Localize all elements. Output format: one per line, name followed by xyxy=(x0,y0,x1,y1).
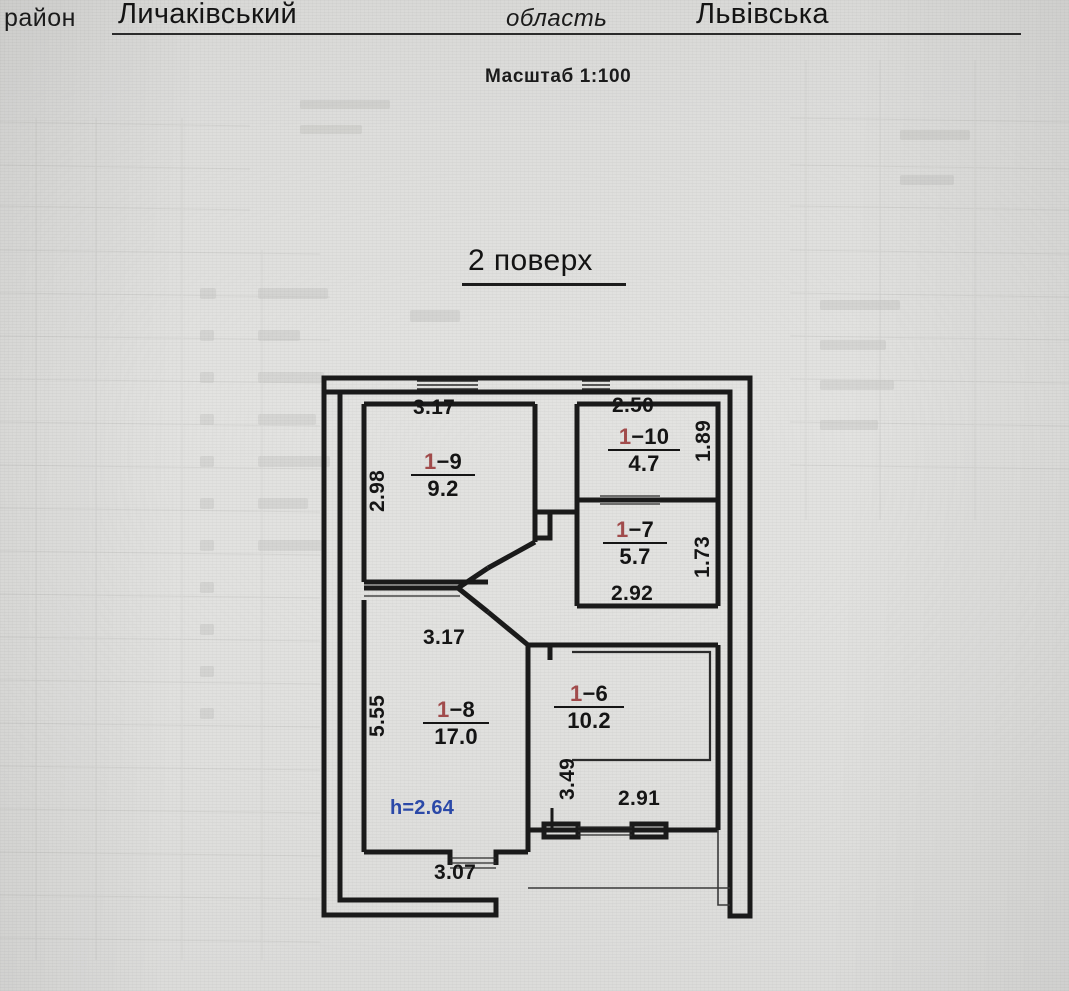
outer-wall-left-bottom xyxy=(321,378,499,918)
floor-plan-drawing xyxy=(321,375,753,919)
window-glazing-top xyxy=(417,380,610,390)
room-index-1-9: 1 xyxy=(424,449,437,474)
room-1-8-bottom-left xyxy=(364,849,453,865)
district-value: Личаківський xyxy=(118,0,297,30)
room-area-1-10: 4.7 xyxy=(628,451,660,477)
region-value: Львівська xyxy=(696,0,829,30)
scale-note: Масштаб 1:100 xyxy=(485,66,632,87)
dim-left-upper: 2.98 xyxy=(366,469,389,512)
dim-right-upper: 1.89 xyxy=(692,419,715,462)
room-label-1-8: 1−8 17.0 xyxy=(423,698,489,748)
room-number-1-6: 1−6 xyxy=(554,682,624,705)
region-underline-right xyxy=(690,33,1021,35)
dim-bottom-left: 3.07 xyxy=(434,861,477,884)
room-label-1-10: 1−10 4.7 xyxy=(608,425,680,475)
dim-mid-left: 3.17 xyxy=(423,626,466,649)
room-suffix-1-10: −10 xyxy=(631,424,670,449)
dim-mid-right: 2.92 xyxy=(611,582,654,605)
window-glazing-1-8-bottom xyxy=(450,857,496,869)
dim-top-right: 2.50 xyxy=(612,394,655,417)
corridor-splay-vee xyxy=(453,565,490,614)
room-number-1-7: 1−7 xyxy=(603,518,667,541)
room-1-6-inner-outline xyxy=(572,650,712,762)
room-area-1-9: 9.2 xyxy=(427,476,459,502)
room-suffix-1-9: −9 xyxy=(436,449,462,474)
region-label: область xyxy=(506,5,608,32)
terrace-inner-outline xyxy=(528,830,730,906)
room-1-10-outline xyxy=(577,401,721,500)
dim-inner-lower-left: 3.49 xyxy=(556,757,579,800)
ceiling-height-note: h=2.64 xyxy=(390,797,455,819)
room-area-1-6: 10.2 xyxy=(567,708,611,734)
room-divider-1-7 xyxy=(603,542,667,545)
room-index-1-10: 1 xyxy=(618,424,632,449)
room-divider-1-9 xyxy=(411,474,475,477)
dim-top-left: 3.17 xyxy=(413,396,456,419)
room-1-8-bottom-right xyxy=(493,849,528,865)
district-label: район xyxy=(4,4,76,32)
dim-bottom-right: 2.91 xyxy=(618,787,661,810)
room-suffix-1-7: −7 xyxy=(628,517,654,542)
door-jambs xyxy=(528,509,553,660)
room-number-1-9: 1−9 xyxy=(411,450,475,473)
room-area-1-7: 5.7 xyxy=(619,544,651,570)
dim-left-lower: 5.55 xyxy=(366,694,389,737)
corridor-splay-lower xyxy=(486,610,530,647)
region-underline-left xyxy=(500,33,690,35)
room-suffix-1-8: −8 xyxy=(449,697,475,722)
dim-right-mid: 1.73 xyxy=(691,535,714,578)
room-number-1-8: 1−8 xyxy=(423,698,489,721)
room-suffix-1-6: −6 xyxy=(582,681,608,706)
district-underline xyxy=(112,33,502,35)
room-divider-1-8 xyxy=(423,722,489,725)
room-index-1-6: 1 xyxy=(570,681,583,706)
floor-title: 2 поверх xyxy=(468,244,593,277)
room-divider-1-6 xyxy=(554,706,624,709)
room-label-1-9: 1−9 9.2 xyxy=(411,450,475,500)
window-glazing-1-6 xyxy=(578,826,632,836)
corridor-splay-upper xyxy=(486,539,537,571)
room-divider-1-10 xyxy=(608,449,680,452)
room-number-1-10: 1−10 xyxy=(608,425,680,448)
room-label-1-6: 1−6 10.2 xyxy=(554,682,624,732)
room-area-1-8: 17.0 xyxy=(434,724,478,750)
room-index-1-8: 1 xyxy=(437,697,450,722)
room-index-1-7: 1 xyxy=(616,517,629,542)
floor-title-underline xyxy=(462,283,626,286)
central-partition-upper xyxy=(532,404,580,515)
room-label-1-7: 1−7 5.7 xyxy=(603,518,667,568)
form-header: район Личаківський область Львівська xyxy=(0,0,1069,46)
